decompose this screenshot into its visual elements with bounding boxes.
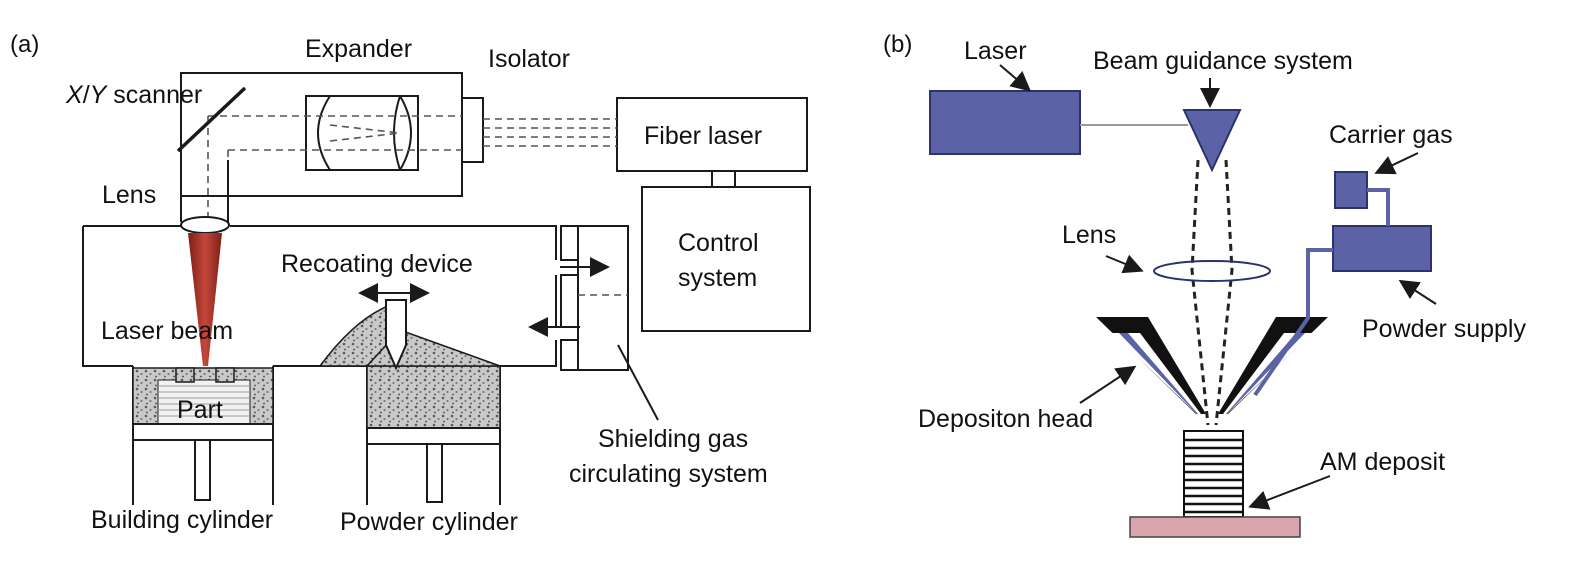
recoating-blade	[385, 299, 407, 371]
shielding-leader	[617, 344, 659, 421]
panel-b: (b)	[883, 31, 1526, 538]
powder-supply-label: Powder supply	[1362, 315, 1526, 343]
lens-b	[1153, 260, 1271, 282]
building-cylinder-label: Building cylinder	[91, 506, 273, 534]
isolator	[461, 97, 484, 163]
shielding-gas-channel	[528, 225, 659, 421]
laser-beam-label: Laser beam	[101, 317, 233, 345]
panel-a: (a)	[10, 31, 811, 536]
scanner-label: X/Y scanner	[65, 81, 202, 109]
deposition-head-leader	[1079, 365, 1137, 404]
beam-path-b	[1190, 159, 1234, 426]
shielding-label-1: Shielding gas	[598, 425, 748, 453]
beam-guidance-prism	[1182, 109, 1242, 173]
carrier-gas-line	[1367, 188, 1390, 226]
recoating-label: Recoating device	[281, 250, 473, 278]
lens-label-b: Lens	[1062, 221, 1116, 249]
build-piston	[194, 439, 211, 501]
expander-label: Expander	[305, 35, 412, 63]
powder-feed-line	[1253, 248, 1333, 397]
am-deposit	[1183, 430, 1244, 518]
am-deposit-label: AM deposit	[1320, 448, 1445, 476]
powder-platform	[366, 427, 501, 445]
control-label-1: Control	[678, 229, 759, 257]
lens-label-a: Lens	[102, 181, 156, 209]
beam-guidance-label: Beam guidance system	[1093, 47, 1353, 75]
leader-arrows-b	[999, 64, 1437, 510]
deposit-layers	[1184, 438, 1243, 514]
build-platform	[132, 423, 274, 441]
shielding-label-2: circulating system	[569, 460, 768, 488]
fiber-laser-label: Fiber laser	[644, 122, 762, 150]
fiber-control-connector	[711, 170, 736, 188]
powder-piston	[426, 443, 443, 503]
powder-supply-leader	[1398, 279, 1437, 305]
laser-box	[929, 90, 1081, 155]
powder-cylinder-label: Powder cylinder	[340, 508, 518, 536]
powder-supply-box	[1332, 225, 1432, 272]
part-block	[157, 379, 251, 425]
deposition-head	[1096, 317, 1328, 414]
control-label-2: system	[678, 264, 757, 292]
scanner-mirror	[176, 86, 247, 153]
deposition-head-label: Depositon head	[918, 405, 1093, 433]
am-deposit-leader	[1248, 475, 1331, 510]
carrier-gas-label: Carrier gas	[1329, 121, 1453, 149]
isolator-label: Isolator	[488, 45, 570, 73]
laser-leader	[999, 64, 1032, 92]
focus-lens	[180, 216, 230, 234]
lens-leader	[1105, 254, 1144, 274]
fiber-laser-box	[616, 97, 808, 172]
substrate-plate	[1129, 516, 1301, 538]
part-label: Part	[177, 396, 223, 424]
expander-lens-group	[305, 95, 419, 171]
fiber-link	[483, 118, 617, 147]
carrier-gas-leader	[1374, 152, 1419, 175]
part-layers	[158, 385, 250, 417]
expander-housing	[180, 72, 463, 197]
carrier-gas-box	[1334, 171, 1368, 209]
panel-a-tag: (a)	[10, 31, 39, 58]
powder-supply-bed	[366, 365, 501, 429]
expander-lens-left	[317, 95, 331, 171]
laser-label: Laser	[964, 37, 1027, 65]
laser-beam	[188, 233, 222, 366]
panel-b-tag: (b)	[883, 31, 912, 58]
control-system-box	[641, 186, 811, 332]
